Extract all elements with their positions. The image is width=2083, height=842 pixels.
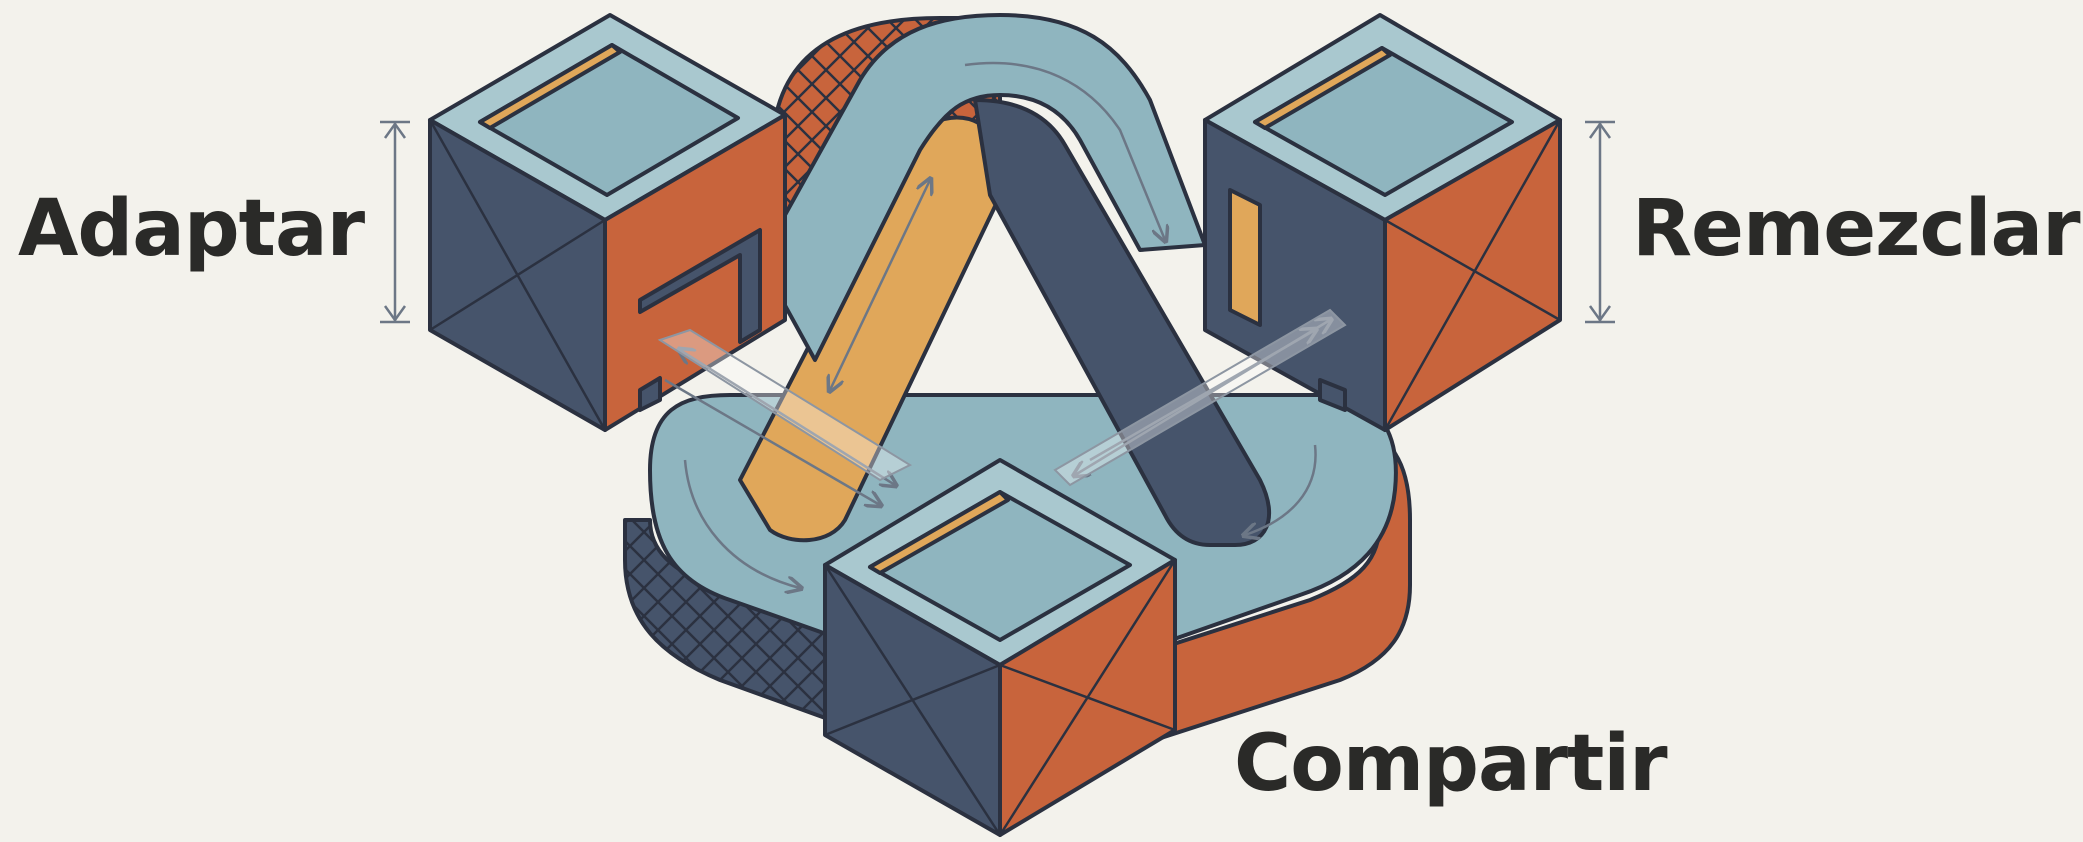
- label-remix: Remezclar: [1632, 190, 2080, 268]
- dimension-arrow-icon: [1585, 122, 1615, 322]
- label-share: Compartir: [1234, 725, 1667, 803]
- label-adapt: Adaptar: [18, 190, 364, 268]
- dimension-arrow-icon: [380, 122, 410, 322]
